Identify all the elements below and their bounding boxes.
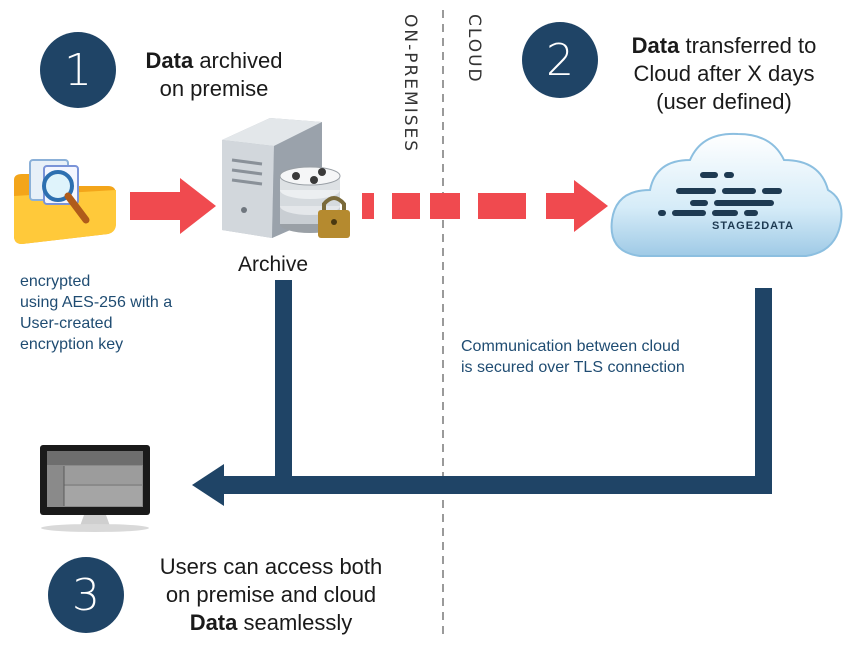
- step-one-number: 1: [64, 44, 92, 96]
- step-three-number: 3: [72, 569, 100, 621]
- red-arrow-to-archive: [130, 178, 216, 234]
- encryption-note-line: encryption key: [20, 336, 124, 353]
- step-two-number: 2: [546, 34, 574, 86]
- brand-label: STAGE2DATA: [712, 220, 795, 232]
- tls-note-line: Communication between cloud: [461, 338, 680, 355]
- step-two-text: Data transferred to Cloud after X days (…: [602, 32, 846, 116]
- step-one-bold: Data: [145, 48, 194, 73]
- on-premises-label: ON-PREMISES: [400, 14, 420, 154]
- step-two-line2: Cloud after X days: [633, 61, 815, 86]
- step-three-badge: 3: [48, 557, 124, 633]
- step-three-bold: Data: [189, 610, 238, 635]
- navy-return-arrow: [192, 280, 772, 506]
- encryption-note: encrypted using AES-256 with a User-crea…: [20, 271, 240, 355]
- step-two-rest: transferred to: [679, 33, 817, 58]
- step-three-line1: Users can access both: [159, 554, 383, 579]
- step-one-text: Data archived on premise: [124, 47, 304, 103]
- step-three-text: Users can access both on premise and clo…: [130, 553, 412, 637]
- step-three-line2: on premise and cloud: [165, 582, 377, 607]
- step-two-bold: Data: [631, 33, 680, 58]
- encryption-note-line: encrypted: [20, 273, 91, 290]
- step-one-badge: 1: [40, 32, 116, 108]
- tls-note-line: is secured over TLS connection: [461, 359, 685, 376]
- step-one-rest: archived: [193, 48, 283, 73]
- cloud-label: CLOUD: [464, 14, 484, 84]
- encryption-note-line: User-created: [20, 315, 113, 332]
- step-three-rest: seamlessly: [237, 610, 353, 635]
- tls-note: Communication between cloud is secured o…: [461, 336, 751, 378]
- database-lock-icon: [279, 166, 350, 238]
- encryption-note-line: using AES-256 with a: [20, 294, 173, 311]
- red-dashed-arrow-to-cloud: [362, 180, 608, 232]
- archive-label: Archive: [238, 253, 309, 276]
- step-one-line2: on premise: [159, 76, 269, 101]
- monitor-icon: [40, 445, 150, 532]
- folder-icon: [14, 159, 116, 244]
- cloud-icon: [610, 132, 843, 257]
- step-two-badge: 2: [522, 22, 598, 98]
- step-two-line3: (user defined): [656, 89, 792, 114]
